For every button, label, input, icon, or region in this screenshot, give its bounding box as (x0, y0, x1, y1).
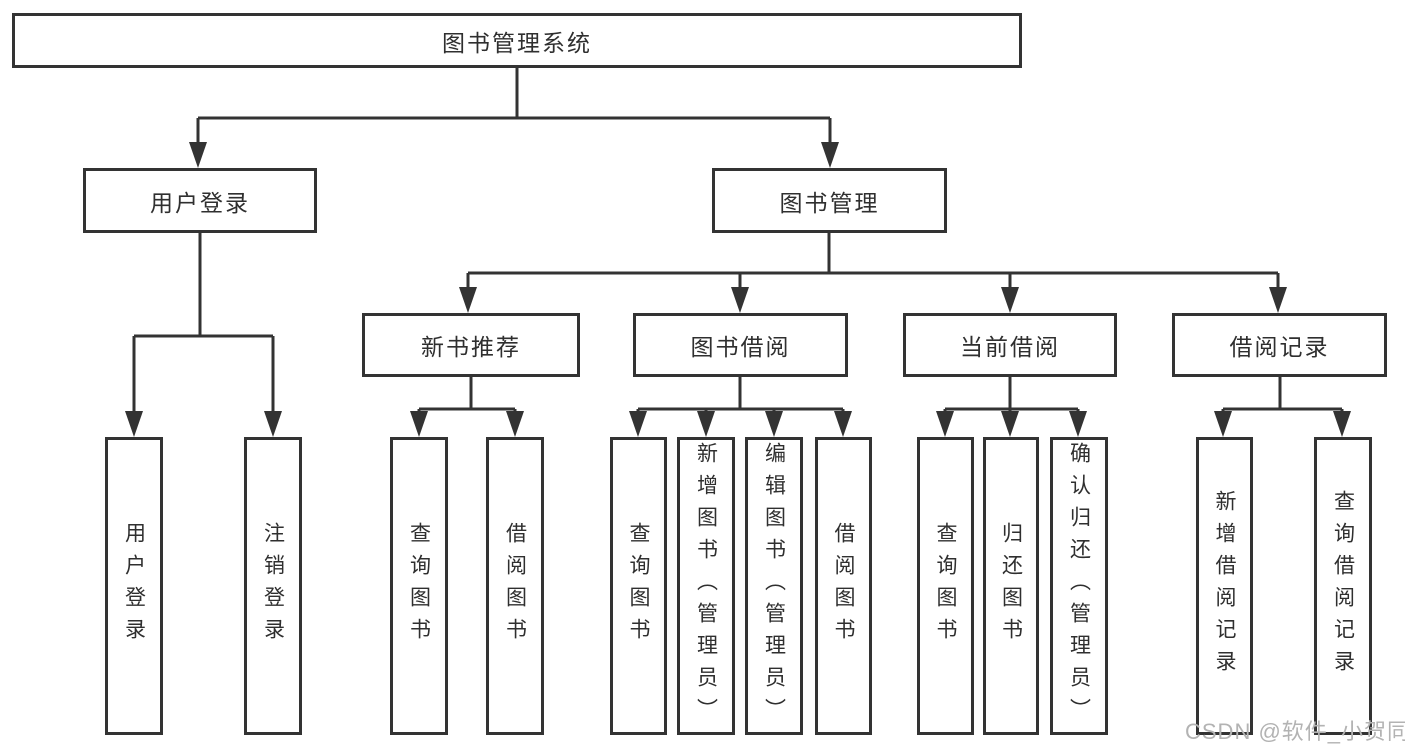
node-label: 图书管理系统 (442, 29, 592, 56)
node-current-borrowing: 当前借阅 (903, 313, 1117, 377)
node-root: 图书管理系统 (12, 13, 1022, 68)
arrow-down-icon (731, 287, 749, 313)
node-label: 编辑图书（管理员） (762, 442, 786, 730)
leaf-borrow-books-1: 借阅图书 (486, 437, 544, 735)
arrowheads (125, 142, 1351, 437)
leaf-confirm-return-admin: 确认归还（管理员） (1050, 437, 1108, 735)
arrow-down-icon (1001, 411, 1019, 437)
node-user-login: 用户登录 (83, 168, 317, 233)
leaf-query-books-3: 查询图书 (917, 437, 974, 735)
arrow-down-icon (1333, 411, 1351, 437)
arrow-down-icon (264, 411, 282, 437)
arrow-down-icon (1214, 411, 1232, 437)
leaf-query-books-1: 查询图书 (390, 437, 448, 735)
tree-edges (132, 68, 1344, 417)
arrow-down-icon (821, 142, 839, 168)
node-book-management: 图书管理 (712, 168, 947, 233)
arrow-down-icon (697, 411, 715, 437)
node-label: 新增借阅记录 (1213, 490, 1236, 682)
node-new-book-recommend: 新书推荐 (362, 313, 580, 377)
arrow-down-icon (1001, 287, 1019, 313)
arrow-down-icon (629, 411, 647, 437)
node-label: 用户登录 (150, 189, 250, 216)
node-label: 用户登录 (122, 522, 146, 650)
leaf-return-books: 归还图书 (983, 437, 1039, 735)
leaf-borrow-books-2: 借阅图书 (815, 437, 872, 735)
node-label: 图书管理 (779, 189, 880, 216)
leaf-logout: 注销登录 (244, 437, 302, 735)
node-borrowing-records: 借阅记录 (1172, 313, 1387, 377)
leaf-query-borrow-record: 查询借阅记录 (1314, 437, 1372, 735)
node-book-borrowing: 图书借阅 (633, 313, 848, 377)
node-label: 当前借阅 (960, 334, 1060, 360)
node-label: 图书借阅 (690, 334, 791, 360)
arrow-down-icon (506, 411, 524, 437)
arrow-down-icon (125, 411, 143, 437)
node-label: 借阅图书 (832, 522, 855, 650)
arrow-down-icon (834, 411, 852, 437)
node-label: 借阅图书 (503, 522, 527, 650)
arrow-down-icon (936, 411, 954, 437)
node-label: 新书推荐 (421, 334, 521, 360)
arrow-down-icon (1069, 411, 1087, 437)
leaf-edit-books-admin: 编辑图书（管理员） (745, 437, 803, 735)
node-label: 归还图书 (999, 522, 1023, 650)
leaf-add-borrow-record: 新增借阅记录 (1196, 437, 1253, 735)
csdn-watermark: CSDN @软件_小贺同学 (1185, 719, 1405, 744)
node-label: 查询图书 (627, 522, 650, 650)
arrow-down-icon (1269, 287, 1287, 313)
arrow-down-icon (410, 411, 428, 437)
leaf-query-books-2: 查询图书 (610, 437, 667, 735)
node-label: 新增图书（管理员） (694, 442, 718, 730)
leaf-user-login: 用户登录 (105, 437, 163, 735)
node-label: 注销登录 (261, 522, 285, 650)
node-label: 确认归还（管理员） (1067, 442, 1091, 730)
node-label: 查询借阅记录 (1331, 490, 1355, 682)
arrow-down-icon (189, 142, 207, 168)
arrow-down-icon (459, 287, 477, 313)
leaf-add-books-admin: 新增图书（管理员） (677, 437, 735, 735)
node-label: 查询图书 (934, 522, 957, 650)
arrow-down-icon (765, 411, 783, 437)
node-label: 查询图书 (407, 522, 431, 650)
node-label: 借阅记录 (1229, 334, 1330, 360)
